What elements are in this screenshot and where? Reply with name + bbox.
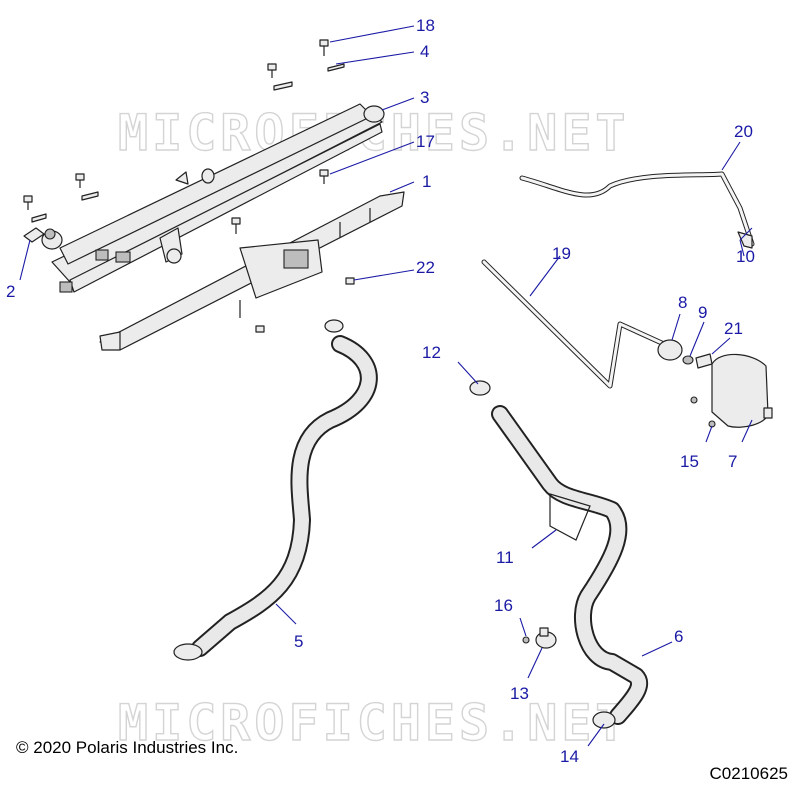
- callout-6: 6: [674, 627, 683, 646]
- vent-line: [481, 259, 667, 389]
- callout-4: 4: [420, 42, 429, 61]
- callout-12: 12: [422, 343, 441, 362]
- radiator-bracket: [99, 191, 405, 351]
- leader-lines: [19, 25, 753, 747]
- lower-hose: [173, 319, 378, 661]
- radiator: [41, 103, 385, 293]
- callout-7: 7: [728, 452, 737, 471]
- coolant-reservoir: [657, 339, 773, 428]
- callout-18: 18: [416, 16, 435, 35]
- callout-3: 3: [420, 88, 429, 107]
- upper-hose: [469, 380, 649, 729]
- callout-10: 10: [736, 247, 755, 266]
- callout-20: 20: [734, 122, 753, 141]
- diagram-code: C0210625: [709, 764, 788, 783]
- copyright-text: © 2020 Polaris Industries Inc.: [16, 738, 239, 757]
- callout-15: 15: [680, 452, 699, 471]
- callout-13: 13: [510, 684, 529, 703]
- overflow-hose: [519, 171, 755, 247]
- callout-9: 9: [698, 303, 707, 322]
- callout-21: 21: [724, 319, 743, 338]
- watermark-bottom: MICROFICHES.NET: [118, 694, 630, 752]
- callout-17: 17: [416, 132, 435, 151]
- callout-16: 16: [494, 596, 513, 615]
- callout-2: 2: [6, 282, 15, 301]
- callout-8: 8: [678, 293, 687, 312]
- callout-1: 1: [422, 172, 431, 191]
- hardware-bolts: [23, 39, 355, 333]
- callout-5: 5: [294, 632, 303, 651]
- callout-14: 14: [560, 747, 579, 766]
- callout-11: 11: [496, 548, 514, 567]
- hose-clip: [737, 231, 753, 249]
- callout-22: 22: [416, 258, 435, 277]
- callout-19: 19: [552, 244, 571, 263]
- hose-clamp: [522, 627, 557, 649]
- callout-labels: 18 4 3 17 1 22 2 20 10 19 8 9 21 12 15 7…: [6, 16, 755, 766]
